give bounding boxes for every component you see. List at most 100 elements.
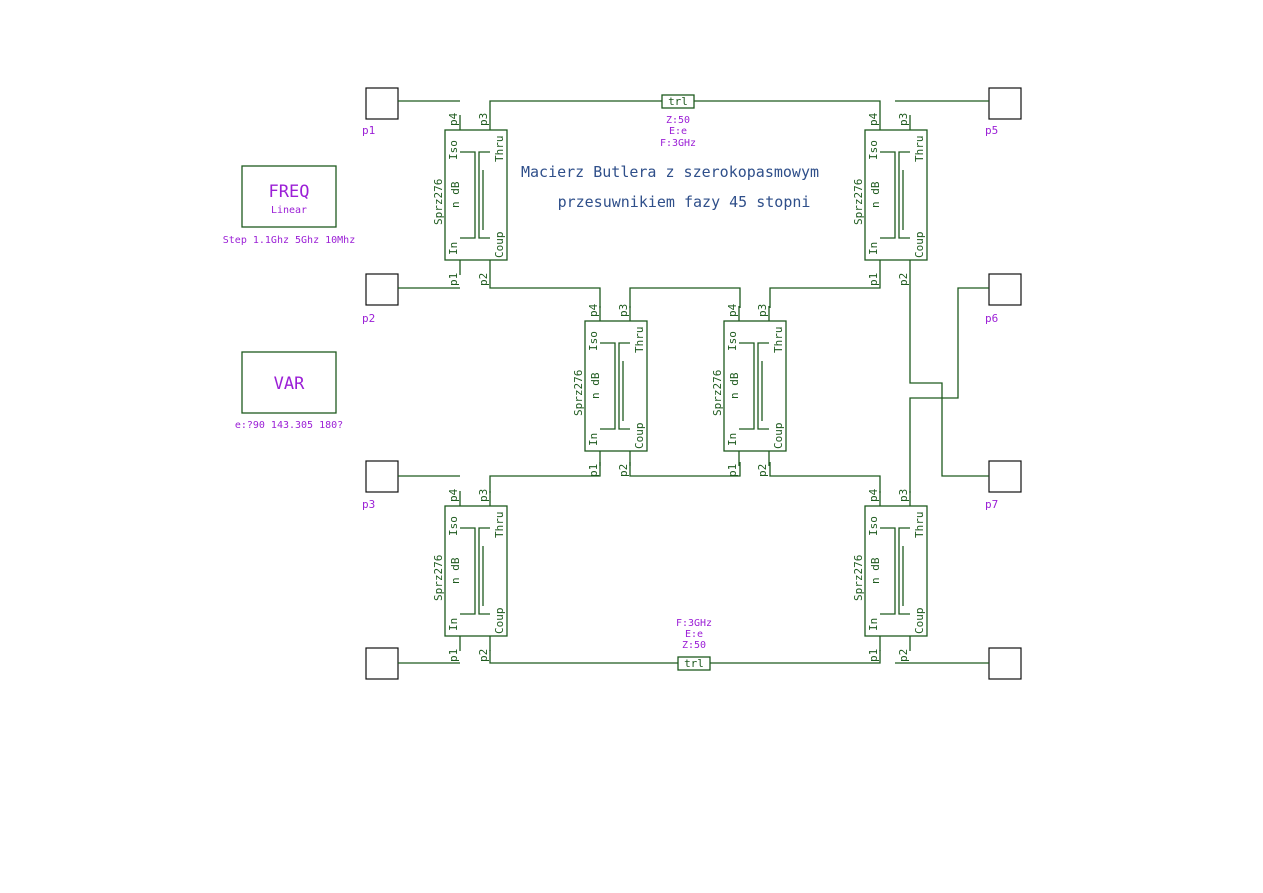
trl-bottom-f: F:3GHz [676,618,712,629]
coupler-ndb-label: n dB [869,181,882,208]
freq-step: Step 1.1Ghz 5Ghz 10Mhz [223,235,355,246]
coupler-in-label: In [587,433,600,446]
coupler-iso-label: Iso [447,516,460,536]
coupler-pin-p3-label: p3 [897,489,910,502]
schematic-title-line1: Macierz Butlera z szerokopasmowym [521,163,819,181]
port-label-p3: p3 [362,498,375,511]
wires [489,100,989,664]
port-label-p6: p6 [985,312,998,325]
coupler-pin-p2-label: p2 [897,273,910,286]
coupler-pin-p3-label: p3 [617,304,630,317]
var-block[interactable]: VAR e:?90 143.305 180? [235,351,343,431]
coupler-iso-label: Iso [867,140,880,160]
coupler-in-label: In [726,433,739,446]
coupler-in-label: In [447,618,460,631]
coupler-pin-p2-label: p2 [617,464,630,477]
coupler-pin-p3-label: p3 [897,113,910,126]
coupler-ndb-label: n dB [869,557,882,584]
coupler-pin-p1-label: p1 [447,649,460,662]
coupler-pin-p3-label: p3 [477,113,490,126]
coupler-thru-label: Thru [493,136,506,163]
coupler-ndb-label: n dB [728,372,741,399]
coupler-pin-p2-label: p2 [756,464,769,477]
coupler-in-label: In [867,618,880,631]
coupler-pin-p1-label: p1 [447,273,460,286]
port-p6[interactable]: p6 [985,273,1022,325]
coupler-coup-label: Coup [493,608,506,635]
coupler-thru-label: Thru [913,512,926,539]
trl-top-e: E:e [669,126,687,137]
coupler-pin-p4-label: p4 [447,488,460,502]
freq-block[interactable]: FREQ Linear Step 1.1Ghz 5Ghz 10Mhz [223,165,355,246]
trl-top-f: F:3GHz [660,138,696,149]
port-p2[interactable]: p2 [362,273,460,325]
coupler-pin-p3-label: p3 [477,489,490,502]
coupler-pin-p1-label: p1 [867,649,880,662]
coupler-name-label: Sprz276 [432,179,445,225]
port-label-p1: p1 [362,124,375,137]
port-label-p7: p7 [985,498,998,511]
coupler-pin-p3-label: p3 [756,304,769,317]
port-p1[interactable]: p1 [362,87,460,137]
coupler-pin-p4-label: p4 [587,303,600,317]
coupler-pin-p4-label: p4 [726,303,739,317]
coupler-ndb-label: n dB [449,181,462,208]
trl-bottom-label: trl [684,657,704,670]
coupler-ndb-label: n dB [589,372,602,399]
coupler-pin-p2-label: p2 [477,649,490,662]
coupler-iso-label: Iso [587,331,600,351]
coupler-name-label: Sprz276 [852,179,865,225]
coupler-name-label: Sprz276 [852,555,865,601]
coupler-pin-p4-label: p4 [867,488,880,502]
trl-bottom-e: E:e [685,629,703,640]
coupler-iso-label: Iso [447,140,460,160]
var-value: e:?90 143.305 180? [235,420,343,431]
port-bottom-right[interactable] [895,647,1022,680]
var-title: VAR [274,374,305,394]
coupler-thru-label: Thru [633,327,646,354]
coupler-name-label: Sprz276 [432,555,445,601]
trl-top[interactable]: trl Z:50 E:e F:3GHz [660,94,696,149]
trl-top-label: trl [668,95,688,108]
trl-bottom-z: Z:50 [682,640,706,651]
coupler-pin-p1-label: p1 [726,464,739,477]
port-bottom-left[interactable] [365,647,460,680]
coupler-thru-label: Thru [913,136,926,163]
coupler-pin-p4-label: p4 [867,112,880,126]
coupler-iso-label: Iso [867,516,880,536]
coupler-name-label: Sprz276 [572,370,585,416]
port-label-p2: p2 [362,312,375,325]
coupler-thru-label: Thru [493,512,506,539]
coupler-coup-label: Coup [913,608,926,635]
coupler-name-label: Sprz276 [711,370,724,416]
trl-bottom[interactable]: trl F:3GHz E:e Z:50 [676,618,712,671]
port-p5[interactable]: p5 [895,87,1022,137]
coupler-thru-label: Thru [772,327,785,354]
coupler-in-label: In [867,242,880,255]
coupler-in-label: In [447,242,460,255]
trl-top-z: Z:50 [666,115,690,126]
port-p3[interactable]: p3 [362,460,460,511]
coupler-pin-p2-label: p2 [477,273,490,286]
port-label-p5: p5 [985,124,998,137]
coupler-coup-label: Coup [772,423,785,450]
schematic-title-line2: przesuwnikiem fazy 45 stopni [558,193,811,211]
port-p7[interactable]: p7 [985,460,1022,511]
coupler-pin-p2-label: p2 [897,649,910,662]
coupler-coup-label: Coup [493,232,506,259]
freq-title: FREQ [269,182,310,202]
coupler-pin-p1-label: p1 [587,464,600,477]
freq-subtitle: Linear [271,205,307,216]
coupler-pin-p1-label: p1 [867,273,880,286]
coupler-ndb-label: n dB [449,557,462,584]
coupler-pin-p4-label: p4 [447,112,460,126]
coupler-iso-label: Iso [726,331,739,351]
